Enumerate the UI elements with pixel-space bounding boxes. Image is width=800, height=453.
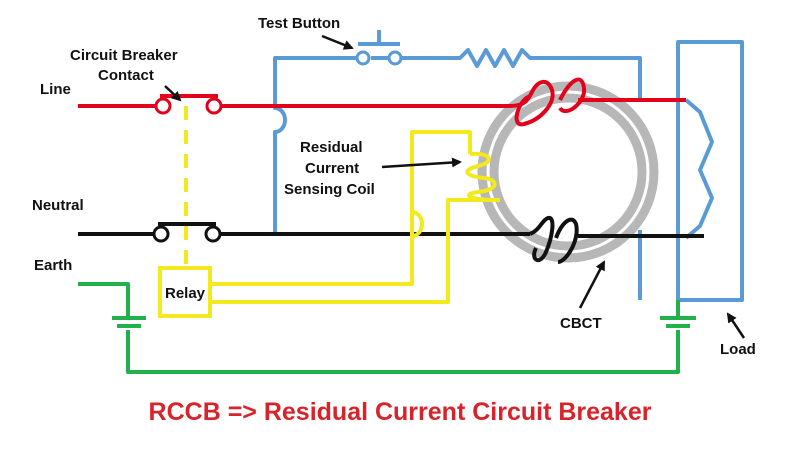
- cbct-label: CBCT: [560, 315, 602, 332]
- test-button-label: Test Button: [258, 15, 340, 32]
- line-conductor: [78, 77, 686, 127]
- neutral-conductor: [78, 216, 704, 264]
- pointer-arrows: [164, 34, 746, 339]
- cbct-core-inner: [489, 93, 647, 251]
- circuit-breaker-label-1: Circuit Breaker: [70, 47, 178, 64]
- neutral-label: Neutral: [32, 197, 84, 214]
- relay-label: Relay: [165, 285, 206, 302]
- load-label: Load: [720, 341, 756, 358]
- test-button[interactable]: [355, 30, 403, 66]
- circuit-breaker-contact-line: [154, 94, 223, 115]
- circuit-breaker-contact-neutral: [152, 222, 222, 243]
- earth-conductor: [78, 282, 696, 374]
- sensing-coil-wiring: [210, 130, 501, 304]
- line-label: Line: [40, 81, 71, 98]
- sensing-coil-label-3: Sensing Coil: [284, 181, 375, 198]
- circuit-breaker-label-2: Contact: [98, 67, 154, 84]
- relay-box: Relay: [158, 266, 212, 318]
- sensing-coil-label-2: Current: [305, 160, 359, 177]
- earth-label: Earth: [34, 257, 72, 274]
- sensing-coil-label-1: Residual: [300, 139, 363, 156]
- diagram-title: RCCB => Residual Current Circuit Breaker: [149, 398, 652, 426]
